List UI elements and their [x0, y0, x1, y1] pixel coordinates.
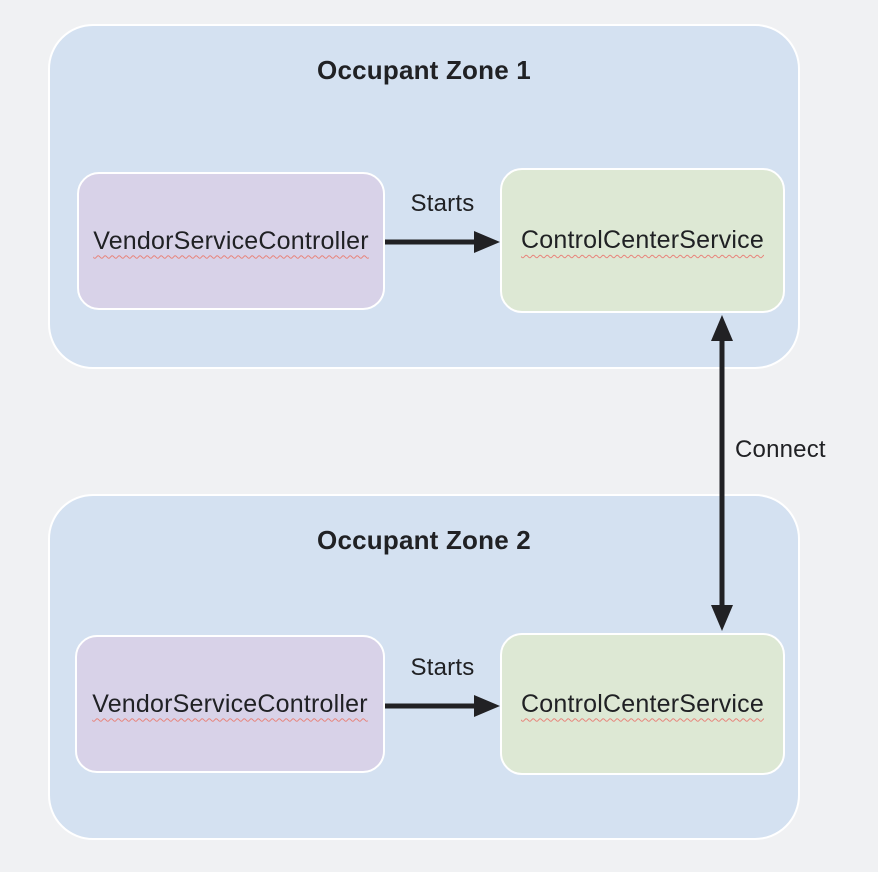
- node-vendor-service-controller-2: VendorServiceController: [75, 635, 385, 773]
- zone-2-title: Occupant Zone 2: [317, 525, 531, 555]
- node-label: ControlCenterService: [521, 689, 764, 718]
- zone-1-title: Occupant Zone 1: [317, 55, 531, 85]
- starts-label-zone-1: Starts: [410, 190, 475, 217]
- node-vendor-service-controller-1: VendorServiceController: [77, 172, 385, 310]
- node-label: VendorServiceController: [93, 226, 369, 255]
- node-label: VendorServiceController: [92, 689, 368, 718]
- node-label: ControlCenterService: [521, 226, 764, 254]
- connect-label: Connect: [735, 436, 826, 463]
- node-control-center-service-1: ControlCenterService: [500, 168, 785, 313]
- starts-label-zone-2: Starts: [410, 654, 475, 681]
- node-control-center-service-2: ControlCenterService: [500, 633, 785, 775]
